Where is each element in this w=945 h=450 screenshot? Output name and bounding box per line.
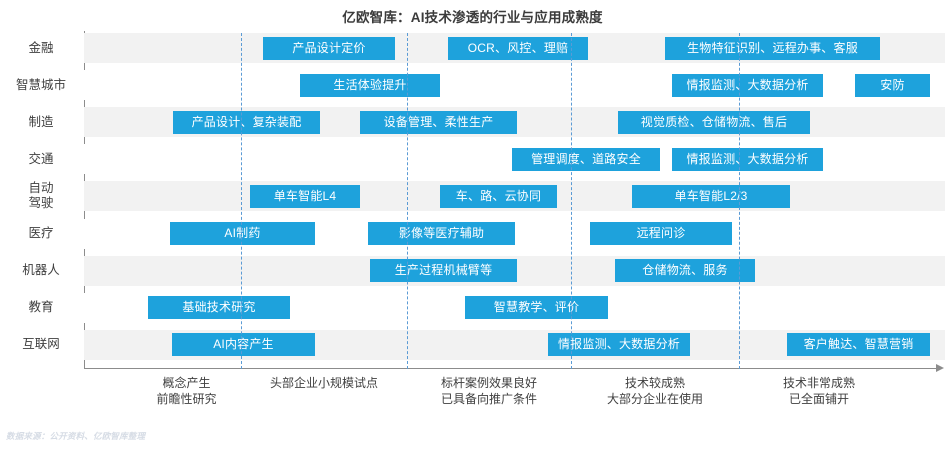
bar[interactable]: 客户触达、智慧营销 bbox=[787, 333, 930, 357]
x-axis-line bbox=[84, 368, 939, 369]
y-axis-label-1: 智慧城市 bbox=[15, 77, 66, 92]
y-axis-label-0: 金融 bbox=[28, 40, 54, 55]
bar[interactable]: 单车智能L4 bbox=[250, 184, 360, 208]
bar[interactable]: AI内容产生 bbox=[172, 333, 315, 357]
chart-title: 亿欧智库：AI技术渗透的行业与应用成熟度 bbox=[342, 10, 603, 25]
gridline bbox=[407, 33, 408, 369]
source-note: 数据来源：公开资料、亿欧智库整理 bbox=[6, 431, 146, 441]
bar[interactable]: 车、路、云协同 bbox=[440, 184, 557, 208]
bar[interactable]: 情报监测、大数据分析 bbox=[548, 333, 690, 357]
bar[interactable]: 生物特征识别、远程办事、客服 bbox=[665, 36, 880, 60]
bar[interactable]: 管理调度、道路安全 bbox=[512, 147, 660, 171]
bar[interactable]: 情报监测、大数据分析 bbox=[672, 73, 823, 97]
bar[interactable]: AI制药 bbox=[170, 222, 315, 245]
x-stage-label-2: 标杆案例效果良好已具备向推广条件 bbox=[440, 376, 537, 406]
y-axis-label-7: 教育 bbox=[28, 300, 54, 315]
x-axis-arrow-icon bbox=[936, 364, 944, 372]
x-stage-label-1: 头部企业小规模试点 bbox=[269, 376, 378, 390]
bar[interactable]: 视觉质检、仓储物流、售后 bbox=[618, 110, 810, 134]
bar[interactable]: 产品设计、复杂装配 bbox=[173, 110, 320, 134]
y-axis-category-labels: 金融智慧城市制造交通自动驾驶医疗机器人教育互联网 bbox=[0, 33, 80, 367]
x-stage-label-4: 技术非常成熟已全面铺开 bbox=[782, 376, 855, 406]
y-axis-label-3: 交通 bbox=[28, 151, 54, 166]
y-axis-label-6: 机器人 bbox=[22, 263, 60, 278]
bar[interactable]: 远程问诊 bbox=[590, 222, 732, 245]
x-stage-label-0: 概念产生前瞻性研究 bbox=[156, 376, 217, 406]
bar[interactable]: 生活体验提升 bbox=[300, 73, 440, 97]
y-axis-label-2: 制造 bbox=[28, 114, 54, 129]
y-axis-label-8: 互联网 bbox=[22, 337, 60, 352]
gridline bbox=[241, 33, 242, 369]
bar[interactable]: 生产过程机械臂等 bbox=[370, 259, 517, 283]
bar[interactable]: 影像等医疗辅助 bbox=[368, 222, 515, 245]
y-axis-label-5: 医疗 bbox=[28, 226, 54, 240]
bar[interactable]: 安防 bbox=[855, 73, 930, 97]
gridline bbox=[739, 33, 740, 369]
bar[interactable]: 设备管理、柔性生产 bbox=[360, 110, 517, 134]
bar[interactable]: 基础技术研究 bbox=[148, 296, 290, 320]
x-stage-label-3: 技术较成熟大部分企业在使用 bbox=[606, 376, 703, 406]
bar[interactable]: 仓储物流、服务 bbox=[615, 259, 755, 283]
bar[interactable]: 情报监测、大数据分析 bbox=[672, 147, 823, 171]
gridline bbox=[571, 33, 572, 369]
bar[interactable]: 单车智能L2/3 bbox=[632, 184, 790, 208]
bar[interactable]: OCR、风控、理赔 bbox=[448, 36, 588, 60]
y-axis-label-4: 自动驾驶 bbox=[28, 181, 54, 211]
bar[interactable]: 产品设计定价 bbox=[263, 36, 395, 60]
bar[interactable]: 智慧教学、评价 bbox=[465, 296, 608, 320]
